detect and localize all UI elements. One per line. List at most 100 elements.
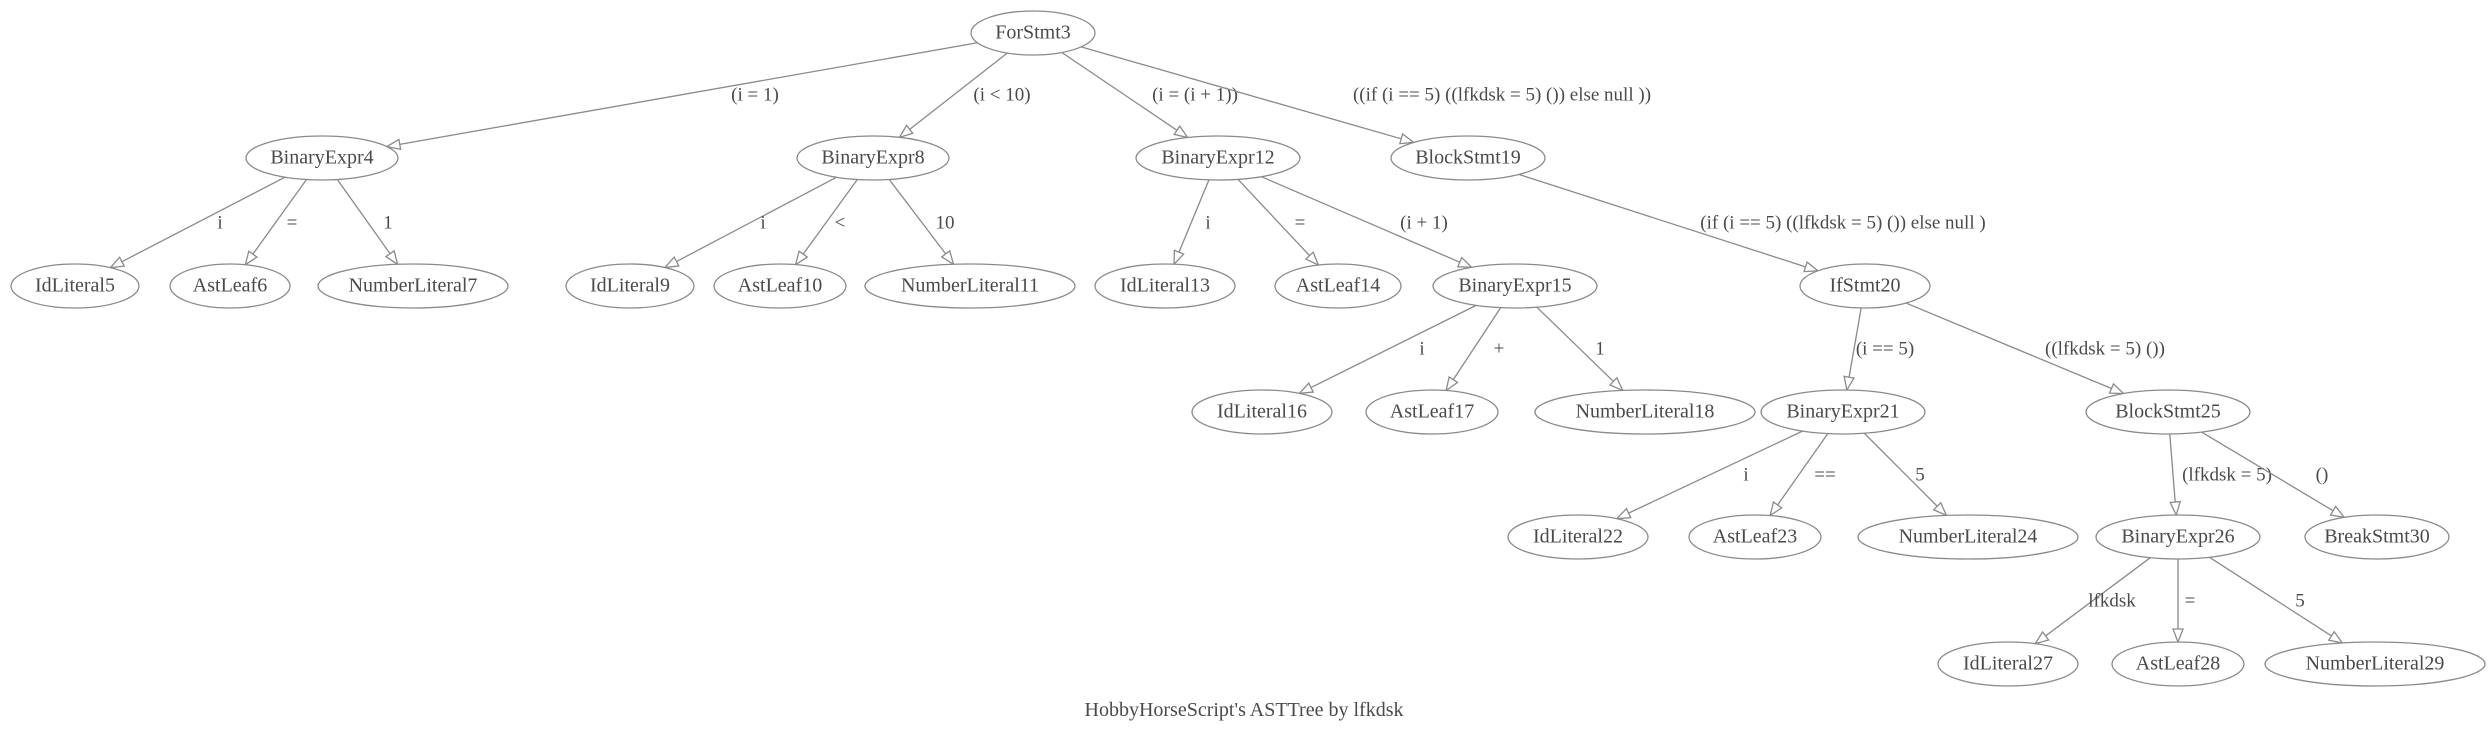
edge-BinaryExpr15-to-AstLeaf17: + (1445, 307, 1504, 393)
node-IdLiteral27: IdLiteral27 (1937, 641, 2079, 687)
node-AstLeaf10: AstLeaf10 (713, 263, 847, 309)
edge-line (888, 179, 947, 255)
node-AstLeaf6: AstLeaf6 (169, 263, 291, 309)
edge-label: 5 (2295, 590, 2305, 611)
edge-IfStmt20-to-BlockStmt25: ((lfkdsk = 5) ()) (1905, 302, 2165, 395)
edge-line (909, 52, 1008, 130)
node-label: IfStmt20 (1829, 275, 1900, 297)
node-label: NumberLiteral18 (1576, 401, 1715, 423)
node-ellipse (864, 263, 1076, 309)
edge-line (1081, 46, 1402, 140)
node-ellipse (245, 135, 399, 181)
node-NumberLiteral7: NumberLiteral7 (317, 263, 509, 309)
edge-BinaryExpr21-to-AstLeaf23: == (1769, 433, 1836, 518)
node-label: BinaryExpr26 (2121, 526, 2234, 548)
node-label: NumberLiteral7 (349, 275, 478, 297)
edge-label: (i = (i + 1)) (1152, 84, 1238, 105)
edge-arrowhead (384, 249, 399, 266)
edge-arrowhead (1173, 124, 1190, 139)
node-AstLeaf14: AstLeaf14 (1274, 263, 1402, 309)
node-ellipse (2085, 389, 2251, 435)
node-ellipse (1094, 263, 1236, 309)
edge-label: < (835, 212, 846, 233)
edge-arrowhead (244, 250, 259, 267)
node-BinaryExpr8: BinaryExpr8 (796, 135, 950, 181)
edge-label: (i == 5) (1856, 338, 1914, 359)
edge-label: 5 (1915, 464, 1925, 485)
edge-arrowhead (2327, 630, 2344, 644)
edge-line (1628, 430, 1803, 514)
node-BreakStmt30: BreakStmt30 (2304, 514, 2450, 560)
edge-label: (i = 1) (731, 84, 779, 105)
node-ellipse (796, 135, 950, 181)
node-ellipse (1507, 514, 1649, 560)
edge-arrowhead (2169, 500, 2182, 517)
edge-label: i (217, 212, 222, 233)
edge-arrowhead (2172, 628, 2184, 644)
node-ellipse (1432, 263, 1598, 309)
node-label: AstLeaf14 (1296, 275, 1380, 297)
node-ellipse (2264, 641, 2486, 687)
edge-line (1061, 51, 1178, 131)
edge-ForStmt3-to-BlockStmt19: ((if (i == 5) ((lfkdsk = 5) ()) else nul… (1081, 46, 1651, 145)
edge-BinaryExpr15-to-IdLiteral16: i (1297, 304, 1477, 395)
node-label: ForStmt3 (995, 22, 1071, 44)
edge-line (121, 176, 286, 263)
edges-layer: (i = 1) (i < 10) (i = (i + 1)) ((if (i == 5… (108, 42, 2346, 645)
edge-arrowhead (1843, 375, 1856, 392)
node-label: IdLiteral27 (1963, 653, 2053, 675)
node-label: AstLeaf6 (193, 275, 267, 297)
edge-label: i (1419, 338, 1424, 359)
node-BinaryExpr26: BinaryExpr26 (2095, 514, 2261, 560)
node-IdLiteral16: IdLiteral16 (1191, 389, 1333, 435)
edge-arrowhead (1173, 249, 1185, 266)
edge-label: = (287, 212, 298, 233)
edge-line (1536, 306, 1614, 382)
edge-ForStmt3-to-BinaryExpr8: (i < 10) (897, 52, 1031, 139)
edge-label: (i < 10) (973, 84, 1030, 105)
edge-line (1261, 176, 1460, 263)
node-ellipse (169, 263, 291, 309)
edge-label: 10 (936, 212, 955, 233)
node-label: BinaryExpr15 (1458, 275, 1571, 297)
diagram-caption: HobbyHorseScript's ASTTree by lfkdsk (1085, 699, 1404, 721)
edge-arrowhead (2108, 382, 2126, 395)
edge-label: (i + 1) (1400, 212, 1448, 233)
edge-BlockStmt25-to-BreakStmt30: () (2201, 431, 2346, 519)
node-IdLiteral9: IdLiteral9 (565, 263, 695, 309)
edge-BlockStmt19-to-IfStmt20: (if (i == 5) ((lfkdsk = 5) ()) else null… (1518, 173, 1986, 273)
node-label: AstLeaf28 (2136, 653, 2220, 675)
node-ellipse (1937, 641, 2079, 687)
node-label: BinaryExpr21 (1786, 401, 1899, 423)
node-label: BreakStmt30 (2324, 526, 2430, 548)
node-ellipse (1274, 263, 1402, 309)
edge-BinaryExpr12-to-BinaryExpr15: (i + 1) (1261, 176, 1474, 269)
node-ellipse (713, 263, 847, 309)
edge-BinaryExpr26-to-NumberLiteral29: 5 (2209, 556, 2344, 644)
node-ellipse (1191, 389, 1333, 435)
node-NumberLiteral29: NumberLiteral29 (2264, 641, 2486, 687)
edge-arrowhead (1456, 256, 1474, 269)
edge-line (252, 179, 308, 255)
node-NumberLiteral11: NumberLiteral11 (864, 263, 1076, 309)
edge-label: (if (i == 5) ((lfkdsk = 5) ()) else null… (1700, 212, 1985, 233)
edge-arrowhead (940, 249, 955, 266)
node-ellipse (1534, 389, 1756, 435)
edge-arrowhead (1297, 381, 1315, 395)
node-BinaryExpr12: BinaryExpr12 (1135, 135, 1301, 181)
node-label: IdLiteral16 (1217, 401, 1307, 423)
edge-line (2201, 431, 2334, 512)
edge-arrowhead (1608, 376, 1625, 392)
node-label: BinaryExpr4 (270, 147, 373, 169)
node-ellipse (970, 10, 1096, 56)
node-ellipse (317, 263, 509, 309)
edge-line (2169, 433, 2176, 503)
edge-BlockStmt25-to-BinaryExpr26: (lfkdsk = 5) (2169, 433, 2272, 517)
edge-BinaryExpr12-to-AstLeaf14: = (1237, 178, 1320, 267)
node-ellipse (2111, 641, 2245, 687)
edge-label: ((if (i == 5) ((lfkdsk = 5) ()) else nul… (1353, 84, 1651, 105)
edge-label: lfkdsk (2088, 590, 2136, 611)
edge-label: i (1743, 464, 1748, 485)
edge-arrowhead (108, 256, 126, 269)
